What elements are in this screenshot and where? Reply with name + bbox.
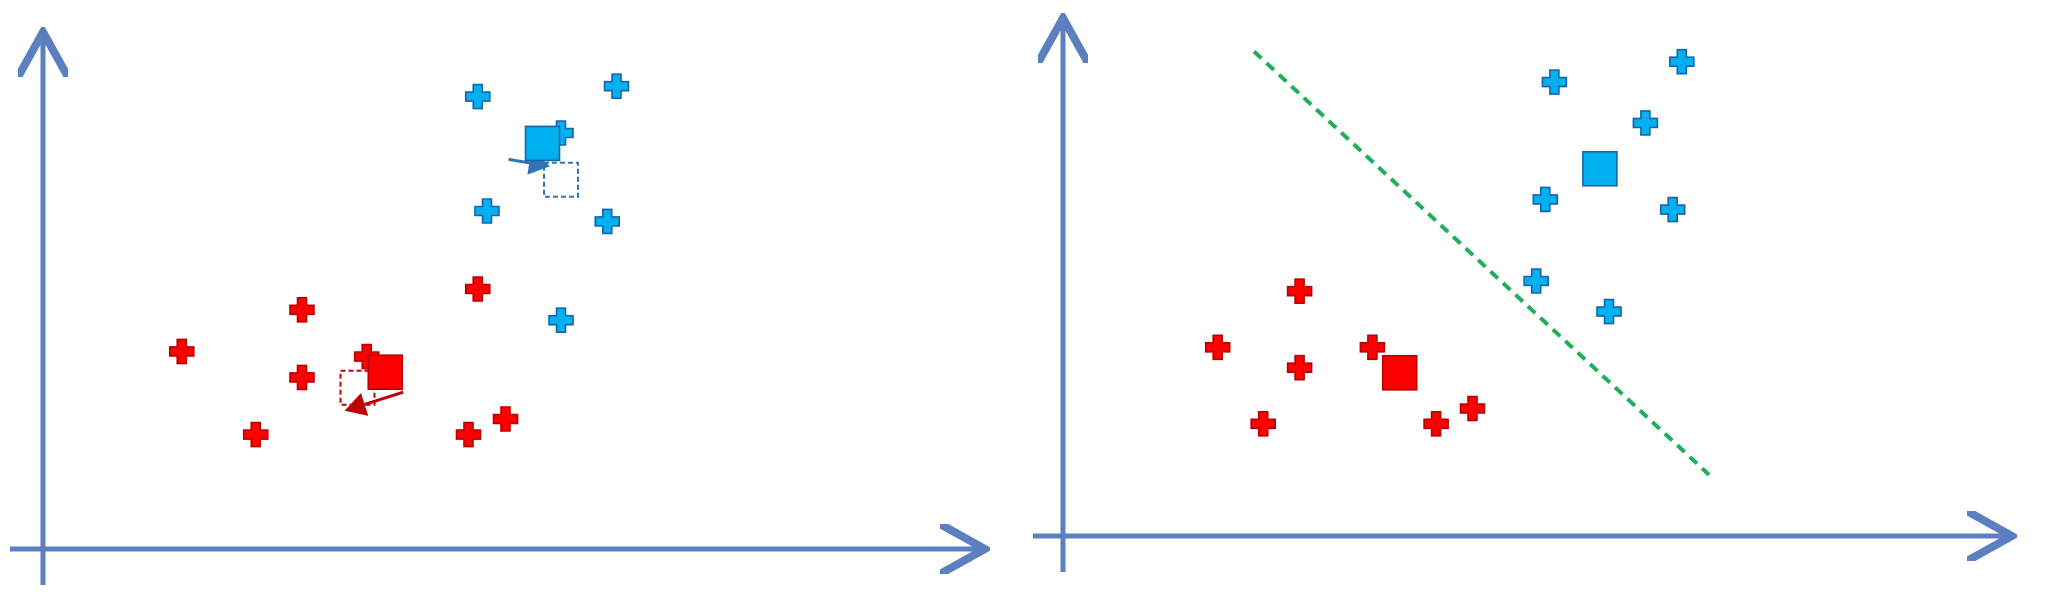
red-plus-icon <box>1286 278 1313 304</box>
red-plus-icon <box>464 276 491 302</box>
blue-plus-icon <box>548 307 574 333</box>
red-centroid-square-icon <box>1381 354 1418 391</box>
right-plot-area <box>1204 48 1711 477</box>
blue-plus-icon <box>1632 110 1659 136</box>
left-plot-area <box>168 73 630 448</box>
blue-centroid-movement-arrow-icon <box>508 151 550 175</box>
right-panel <box>1033 18 2012 572</box>
red-plus-icon <box>1286 354 1313 381</box>
blue-plus-icon <box>1669 48 1695 75</box>
red-plus-icon <box>492 406 519 432</box>
blue-plus-icon <box>1532 186 1559 213</box>
red-plus-icon <box>1250 411 1276 437</box>
blue-plus-icon <box>1596 298 1622 325</box>
red-plus-icon <box>1359 334 1386 361</box>
red-plus-icon <box>289 364 315 391</box>
red-plus-icon <box>242 421 269 448</box>
red-plus-icon <box>1204 334 1231 361</box>
left-panel <box>10 32 985 585</box>
red-centroid-square-icon <box>367 354 404 391</box>
blue-plus-icon <box>474 198 500 224</box>
blue-plus-icon <box>1541 69 1568 95</box>
decision-boundary-line <box>1252 50 1711 477</box>
red-plus-icon <box>1423 411 1449 437</box>
blue-plus-icon <box>464 83 491 110</box>
red-centroid-movement-arrow-icon <box>344 390 404 416</box>
red-plus-icon <box>1459 395 1486 422</box>
red-plus-icon <box>289 297 315 323</box>
blue-centroid-square-icon <box>1582 151 1618 187</box>
blue-plus-icon <box>603 73 630 99</box>
red-plus-icon <box>455 421 482 448</box>
blue-plus-icon <box>1659 196 1686 223</box>
red-plus-icon <box>168 338 195 365</box>
blue-plus-icon <box>1523 268 1549 294</box>
blue-centroid-square-icon <box>524 125 561 162</box>
blue-plus-icon <box>594 208 621 235</box>
blue-previous-centroid-dashed-square-icon <box>543 161 579 198</box>
